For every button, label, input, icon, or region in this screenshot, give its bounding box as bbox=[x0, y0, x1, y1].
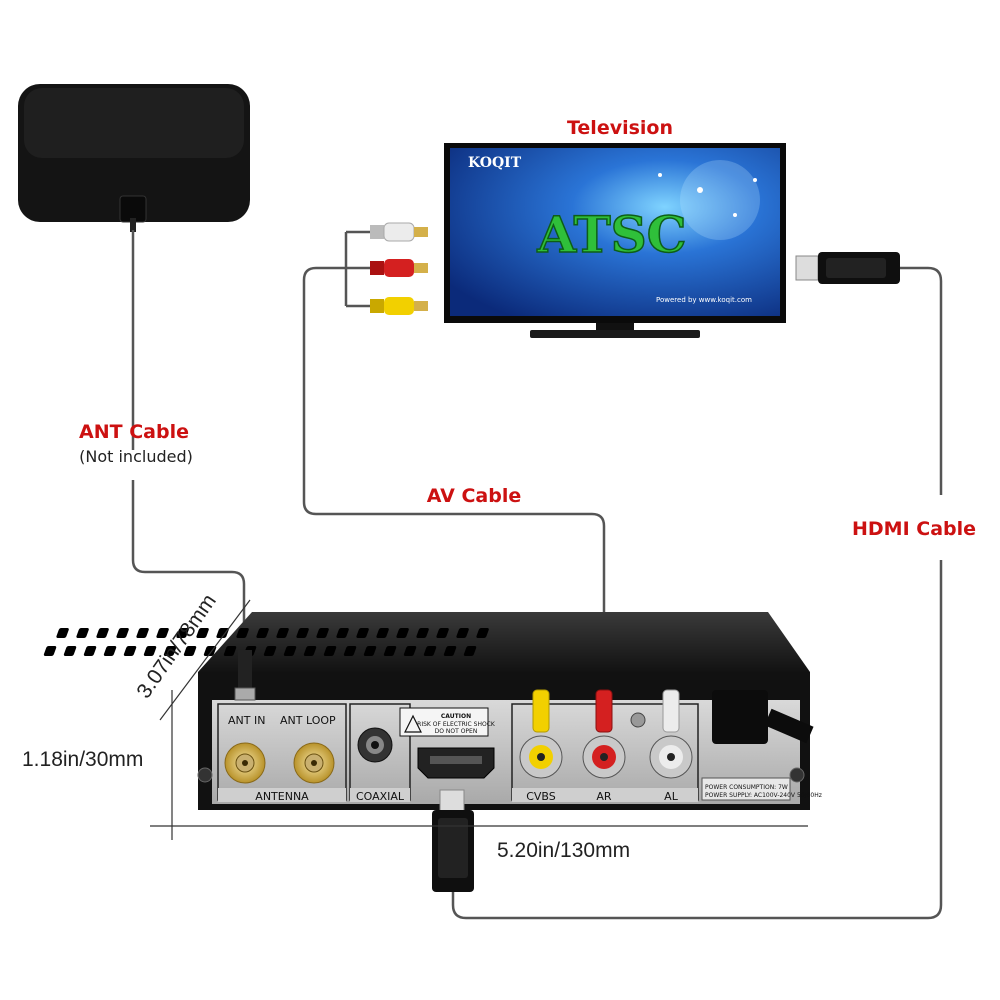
coaxial-label: COAXIAL bbox=[356, 790, 405, 803]
hdmi-plug-bottom bbox=[432, 789, 474, 892]
vent-slot bbox=[436, 628, 449, 638]
vent-slot bbox=[463, 646, 477, 656]
antenna-label: ANTENNA bbox=[255, 790, 309, 803]
av-cable-line bbox=[302, 266, 606, 690]
tv-footer: Powered by www.koqit.com bbox=[656, 296, 752, 304]
height-dimension: 1.18in/30mm bbox=[22, 748, 143, 771]
vent-slot bbox=[403, 646, 417, 656]
vent-slot bbox=[143, 646, 157, 656]
ant-cable-note: (Not included) bbox=[79, 447, 193, 466]
vent-slot bbox=[476, 628, 489, 638]
ar-label: AR bbox=[596, 790, 612, 803]
hdmi-cable-label: HDMI Cable bbox=[852, 518, 976, 540]
ant-cable-line bbox=[131, 230, 246, 660]
television: KOQIT ATSC Powered by www.koqit.com bbox=[444, 143, 786, 338]
dimension-lines bbox=[150, 599, 808, 840]
ant-loop-port bbox=[293, 742, 335, 784]
vent-slot bbox=[456, 628, 469, 638]
coaxial-port bbox=[357, 727, 393, 763]
ant-in-label: ANT IN bbox=[228, 714, 265, 727]
power-sticker bbox=[701, 777, 791, 801]
vent-slot bbox=[276, 628, 289, 638]
vent-slot bbox=[196, 628, 209, 638]
power-line-1: POWER CONSUMPTION: 7W bbox=[705, 784, 788, 791]
rca-plug-yellow bbox=[370, 297, 428, 315]
vent-slot bbox=[156, 628, 169, 638]
television-label: Television bbox=[567, 117, 673, 139]
vent-slot bbox=[136, 628, 149, 638]
vent-slot bbox=[63, 646, 77, 656]
power-line-2: POWER SUPPLY: AC100V-240V 50/60Hz bbox=[705, 792, 822, 799]
tv-brand: KOQIT bbox=[468, 155, 522, 171]
vent-slot bbox=[123, 646, 137, 656]
rca-plug-red-panel bbox=[595, 689, 613, 733]
vent-slot bbox=[83, 646, 97, 656]
ar-port bbox=[582, 735, 626, 779]
vent-slot bbox=[376, 628, 389, 638]
vent-slot bbox=[343, 646, 357, 656]
caution-title: CAUTION bbox=[441, 713, 471, 720]
vent-slot bbox=[363, 646, 377, 656]
av-split bbox=[344, 230, 370, 308]
rca-plug-yellow-panel bbox=[532, 689, 550, 733]
vent-slot bbox=[283, 646, 297, 656]
vent-slot bbox=[183, 646, 197, 656]
ground-screw bbox=[630, 712, 646, 728]
set-top-box: ANT IN ANT LOOP ANTENNA COAXIAL bbox=[43, 612, 822, 810]
cvbs-label: CVBS bbox=[526, 790, 556, 803]
caution-line-2: DO NOT OPEN bbox=[435, 728, 478, 735]
vent-slot bbox=[56, 628, 69, 638]
ant-cable-plug bbox=[234, 650, 256, 701]
tv-screen bbox=[450, 148, 780, 316]
vent-slot bbox=[236, 628, 249, 638]
vent-slot bbox=[383, 646, 397, 656]
vent-slot bbox=[396, 628, 409, 638]
cvbs-port bbox=[519, 735, 563, 779]
hdmi-port bbox=[417, 747, 495, 779]
rca-plug-red bbox=[370, 259, 428, 277]
al-port bbox=[649, 735, 693, 779]
vent-slot bbox=[96, 628, 109, 638]
vent-slot bbox=[423, 646, 437, 656]
vent-slot bbox=[323, 646, 337, 656]
tv-neck bbox=[596, 323, 634, 331]
antenna bbox=[18, 84, 250, 232]
vent-slots bbox=[43, 628, 489, 656]
rca-plug-white-panel bbox=[662, 689, 680, 733]
vent-slot bbox=[263, 646, 277, 656]
power-plug bbox=[712, 690, 768, 744]
ant-loop-label: ANT LOOP bbox=[280, 714, 336, 727]
vent-slot bbox=[43, 646, 57, 656]
vent-slot bbox=[296, 628, 309, 638]
vent-slot bbox=[76, 628, 89, 638]
av-cable-label: AV Cable bbox=[427, 485, 522, 507]
caution-sticker: CAUTION RISK OF ELECTRIC SHOCK DO NOT OP… bbox=[399, 707, 496, 737]
caution-line-1: RISK OF ELECTRIC SHOCK bbox=[417, 721, 496, 728]
vent-slot bbox=[223, 646, 237, 656]
vent-slot bbox=[336, 628, 349, 638]
vent-slot bbox=[303, 646, 317, 656]
ant-in-port bbox=[224, 742, 266, 784]
vent-slot bbox=[116, 628, 129, 638]
rca-plug-white bbox=[370, 222, 428, 242]
al-label: AL bbox=[664, 790, 679, 803]
power-cord bbox=[764, 708, 814, 744]
vent-slot bbox=[416, 628, 429, 638]
vent-slot bbox=[176, 628, 189, 638]
vent-slot bbox=[216, 628, 229, 638]
vent-slot bbox=[316, 628, 329, 638]
vent-slot bbox=[443, 646, 457, 656]
vent-slot bbox=[163, 646, 177, 656]
vent-slot bbox=[356, 628, 369, 638]
tv-atsc-text: ATSC bbox=[536, 205, 686, 264]
hdmi-cable-line bbox=[451, 266, 943, 920]
vent-slot bbox=[103, 646, 117, 656]
tv-stand bbox=[530, 330, 700, 338]
hdmi-plug-top bbox=[795, 252, 900, 284]
vent-slot bbox=[256, 628, 269, 638]
width-dimension: 5.20in/130mm bbox=[497, 839, 630, 862]
ant-cable-label: ANT Cable bbox=[79, 421, 189, 443]
